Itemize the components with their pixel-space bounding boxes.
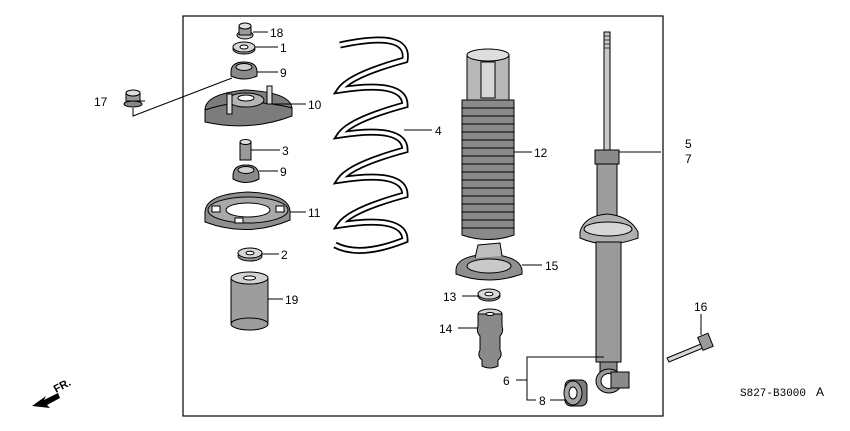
diagram-code-suffix: A: [816, 385, 824, 399]
part-18-nut[interactable]: [236, 22, 254, 40]
part-8-bushing[interactable]: [563, 379, 588, 407]
callout-17: 17: [94, 95, 108, 109]
callout-7: 7: [685, 152, 692, 166]
part-19-bump-stop[interactable]: [230, 271, 269, 331]
part-5-7-shock-absorber[interactable]: [579, 31, 639, 394]
callout-12: 12: [534, 146, 548, 160]
part-13-washer[interactable]: [477, 288, 501, 302]
part-9-lower-bushing[interactable]: [232, 164, 260, 183]
part-3-collar[interactable]: [239, 139, 252, 161]
part-4-coil-spring-highlight: [334, 38, 407, 253]
callout-14: 14: [439, 322, 453, 336]
callout-10: 10: [308, 98, 322, 112]
part-16-bolt[interactable]: [666, 332, 714, 363]
callout-4: 4: [435, 124, 442, 138]
part-11-spring-seat[interactable]: [204, 191, 291, 230]
callout-15: 15: [545, 259, 559, 273]
part-17-flange-nut[interactable]: [123, 89, 143, 108]
part-10-mount-base[interactable]: [204, 85, 293, 127]
callout-2: 2: [281, 248, 288, 262]
callout-16: 16: [694, 300, 708, 314]
diagram-code: S827-B3000: [740, 388, 806, 400]
part-12-dust-boot[interactable]: [461, 48, 515, 240]
callout-8: 8: [539, 394, 546, 408]
front-direction-arrow: FR.: [32, 377, 73, 408]
diagram-frame: [182, 15, 664, 417]
leader-lines: [127, 31, 702, 401]
callout-11: 11: [308, 206, 321, 220]
callout-19: 19: [285, 293, 299, 307]
callout-9-lower: 9: [280, 165, 287, 179]
callout-18: 18: [270, 26, 284, 40]
callout-5: 5: [685, 137, 692, 151]
callout-6: 6: [503, 374, 510, 388]
front-marker-label: FR.: [52, 377, 73, 396]
part-2-washer[interactable]: [237, 247, 263, 262]
callout-3: 3: [282, 144, 289, 158]
part-1-washer[interactable]: [232, 41, 256, 55]
callout-13: 13: [443, 290, 457, 304]
part-9-upper-bushing[interactable]: [230, 61, 258, 80]
callout-1: 1: [280, 41, 287, 55]
part-15-lower-spring-seat[interactable]: [455, 242, 523, 281]
callout-9-upper: 9: [280, 66, 287, 80]
part-14-bump-rubber[interactable]: [476, 308, 504, 369]
